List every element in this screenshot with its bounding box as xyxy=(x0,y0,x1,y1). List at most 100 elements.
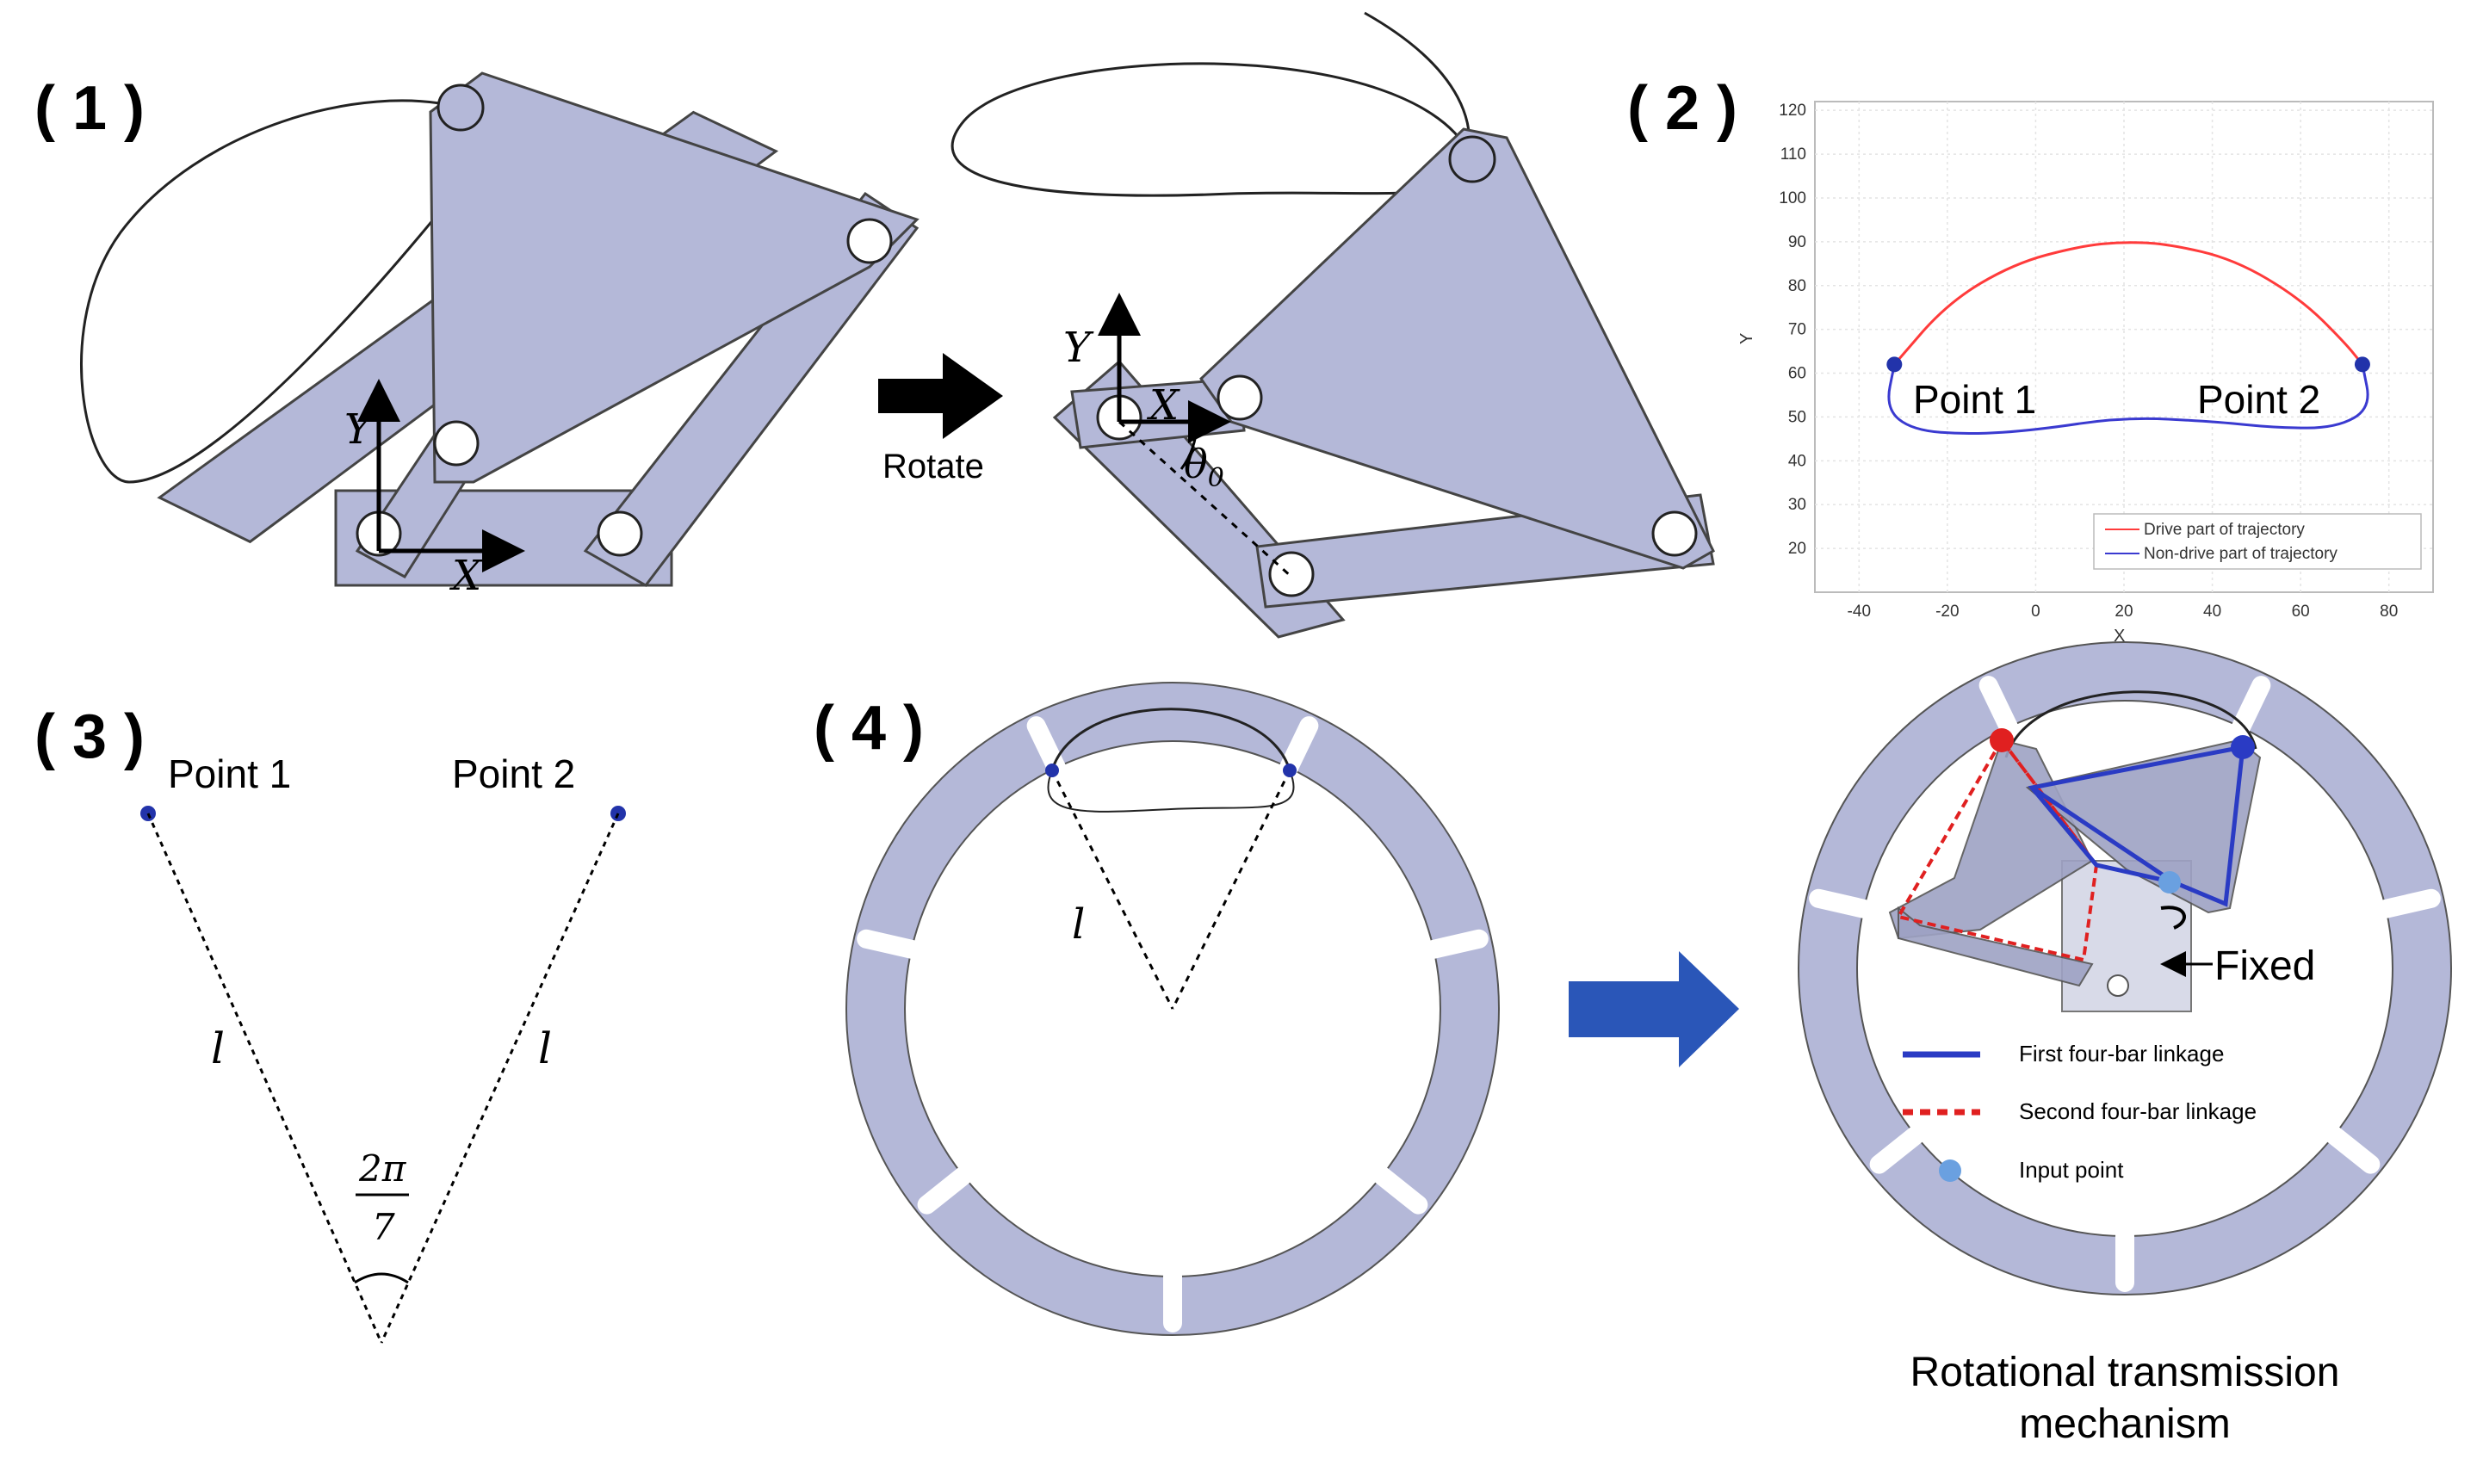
angle-denominator: 7 xyxy=(372,1206,395,1248)
trajectory-curve xyxy=(1050,708,1291,771)
panel-3-label: ( 3 ) xyxy=(34,702,145,771)
joint-circle xyxy=(1448,135,1496,183)
ring-slots xyxy=(1809,676,2441,1292)
ring-slot xyxy=(917,1166,973,1215)
point-2-dot xyxy=(1283,764,1297,777)
x-tick-label: 60 xyxy=(2292,603,2310,621)
rotate-label: Rotate xyxy=(882,448,984,485)
ring-slots xyxy=(857,716,1489,1333)
y-tick-label: 80 xyxy=(1788,277,1806,295)
plot-frame xyxy=(1814,101,2434,593)
x-axis-label: X xyxy=(449,552,483,600)
ring-slot xyxy=(1424,929,1489,959)
ring-slot xyxy=(1869,1125,1925,1174)
y-tick-label: 30 xyxy=(1788,496,1806,514)
ring-slot xyxy=(2231,676,2271,737)
ring-slot xyxy=(2376,888,2441,918)
ring-slot xyxy=(1809,888,1873,918)
legend-entry-first: First four-bar linkage xyxy=(2019,1041,2224,1067)
ring-slot xyxy=(1978,676,2019,737)
panel-1-label: ( 1 ) xyxy=(34,74,145,143)
joint-circle xyxy=(1268,551,1315,597)
radius-line-2 xyxy=(380,813,620,1344)
trajectory-curve xyxy=(2004,690,2257,758)
radius-line-1 xyxy=(1050,770,1174,1010)
y-tick-label: 120 xyxy=(1779,102,1806,120)
x-tick-label: 40 xyxy=(2203,603,2221,621)
transform-arrow xyxy=(1569,951,1739,1067)
mechanism-legend: First four-bar linkage Second four-bar l… xyxy=(1903,1041,2257,1183)
y-axis-label: Y xyxy=(1063,324,1094,372)
legend-swatch-input xyxy=(1939,1159,1961,1182)
x-tick-label: 0 xyxy=(2031,603,2040,621)
joint-circle xyxy=(1651,510,1698,557)
ring-slot xyxy=(857,929,921,959)
angle-arc xyxy=(354,1272,409,1284)
x-axis-label: X xyxy=(1146,381,1180,430)
angle-arc xyxy=(1180,421,1198,470)
chart-legend: Drive part of trajectory Non-drive part … xyxy=(2093,513,2422,570)
ring-slot xyxy=(1026,716,1067,777)
legend-entry-input: Input point xyxy=(2019,1157,2124,1183)
y-tick-label: 60 xyxy=(1788,365,1806,383)
joint-circle xyxy=(597,510,643,557)
joint-circle xyxy=(437,83,485,132)
point-1-label: Point 1 xyxy=(1913,377,2036,422)
y-tick-label: 90 xyxy=(1788,233,1806,251)
radius-line-2 xyxy=(1171,770,1291,1010)
point-1-label: Point 1 xyxy=(168,751,291,796)
radius-line-1 xyxy=(146,813,383,1344)
input-point xyxy=(2158,871,2181,893)
chart-ylabel: Y xyxy=(1737,333,1756,344)
joint-circle xyxy=(433,420,480,467)
first-four-bar-linkage xyxy=(2028,744,2245,907)
length-label-2: l xyxy=(538,1023,552,1073)
dashed-reference-line xyxy=(1118,420,1293,578)
x-tick-label: -20 xyxy=(1935,603,1959,621)
rotation-indicator xyxy=(2160,906,2186,930)
joint-circle xyxy=(846,218,893,264)
legend-box xyxy=(2093,513,2422,570)
trajectory-curve-lower xyxy=(1047,770,1295,813)
y-tick-label: 50 xyxy=(1788,408,1806,426)
chart-series xyxy=(1887,241,2369,435)
panel-1: ( 1 ) Y X Rotate xyxy=(34,11,1715,639)
joint-circle xyxy=(1217,374,1263,421)
x-tick-label: 80 xyxy=(2380,603,2398,621)
y-tick-label: 20 xyxy=(1788,540,1806,558)
trajectory-point-1 xyxy=(1886,356,1903,373)
length-label-1: l xyxy=(211,1023,225,1073)
ring-slot xyxy=(1372,1166,1428,1215)
rotate-arrow xyxy=(878,353,1003,439)
ring-with-slots-left: l xyxy=(845,682,1500,1336)
legend-entry-drive: Drive part of trajectory xyxy=(2144,521,2305,539)
trajectory-point-2 xyxy=(2354,356,2370,373)
fixed-pivot xyxy=(2107,974,2129,997)
y-tick-label: 70 xyxy=(1788,321,1806,339)
point-2-label: Point 2 xyxy=(452,751,575,796)
ring-outer-edge xyxy=(845,682,1500,1336)
coupler-curve xyxy=(950,62,1475,197)
y-tick-label: 110 xyxy=(1780,145,1806,164)
panel-2-label: ( 2 ) xyxy=(1627,74,1737,143)
y-axis-label: Y xyxy=(344,405,375,454)
caption-line-2: mechanism xyxy=(2019,1401,2230,1447)
ring-slot xyxy=(1279,716,1319,777)
coupler-link xyxy=(1199,127,1715,570)
linkage-before-rotation: Y X xyxy=(80,71,920,600)
legend-entry-second: Second four-bar linkage xyxy=(2019,1098,2257,1124)
point-1-dot xyxy=(1045,764,1059,777)
panel-4-label: ( 4 ) xyxy=(814,694,924,763)
theta-label: θ0 xyxy=(1184,441,1224,493)
x-tick-label: 20 xyxy=(2115,603,2133,621)
y-tick-label: 40 xyxy=(1788,452,1806,470)
fixed-label: Fixed xyxy=(2214,943,2315,989)
y-tick-label: 100 xyxy=(1779,189,1806,207)
length-label: l xyxy=(1072,900,1085,949)
caption-line-1: Rotational transmission xyxy=(1910,1350,2340,1395)
angle-numerator: 2π xyxy=(358,1147,407,1190)
